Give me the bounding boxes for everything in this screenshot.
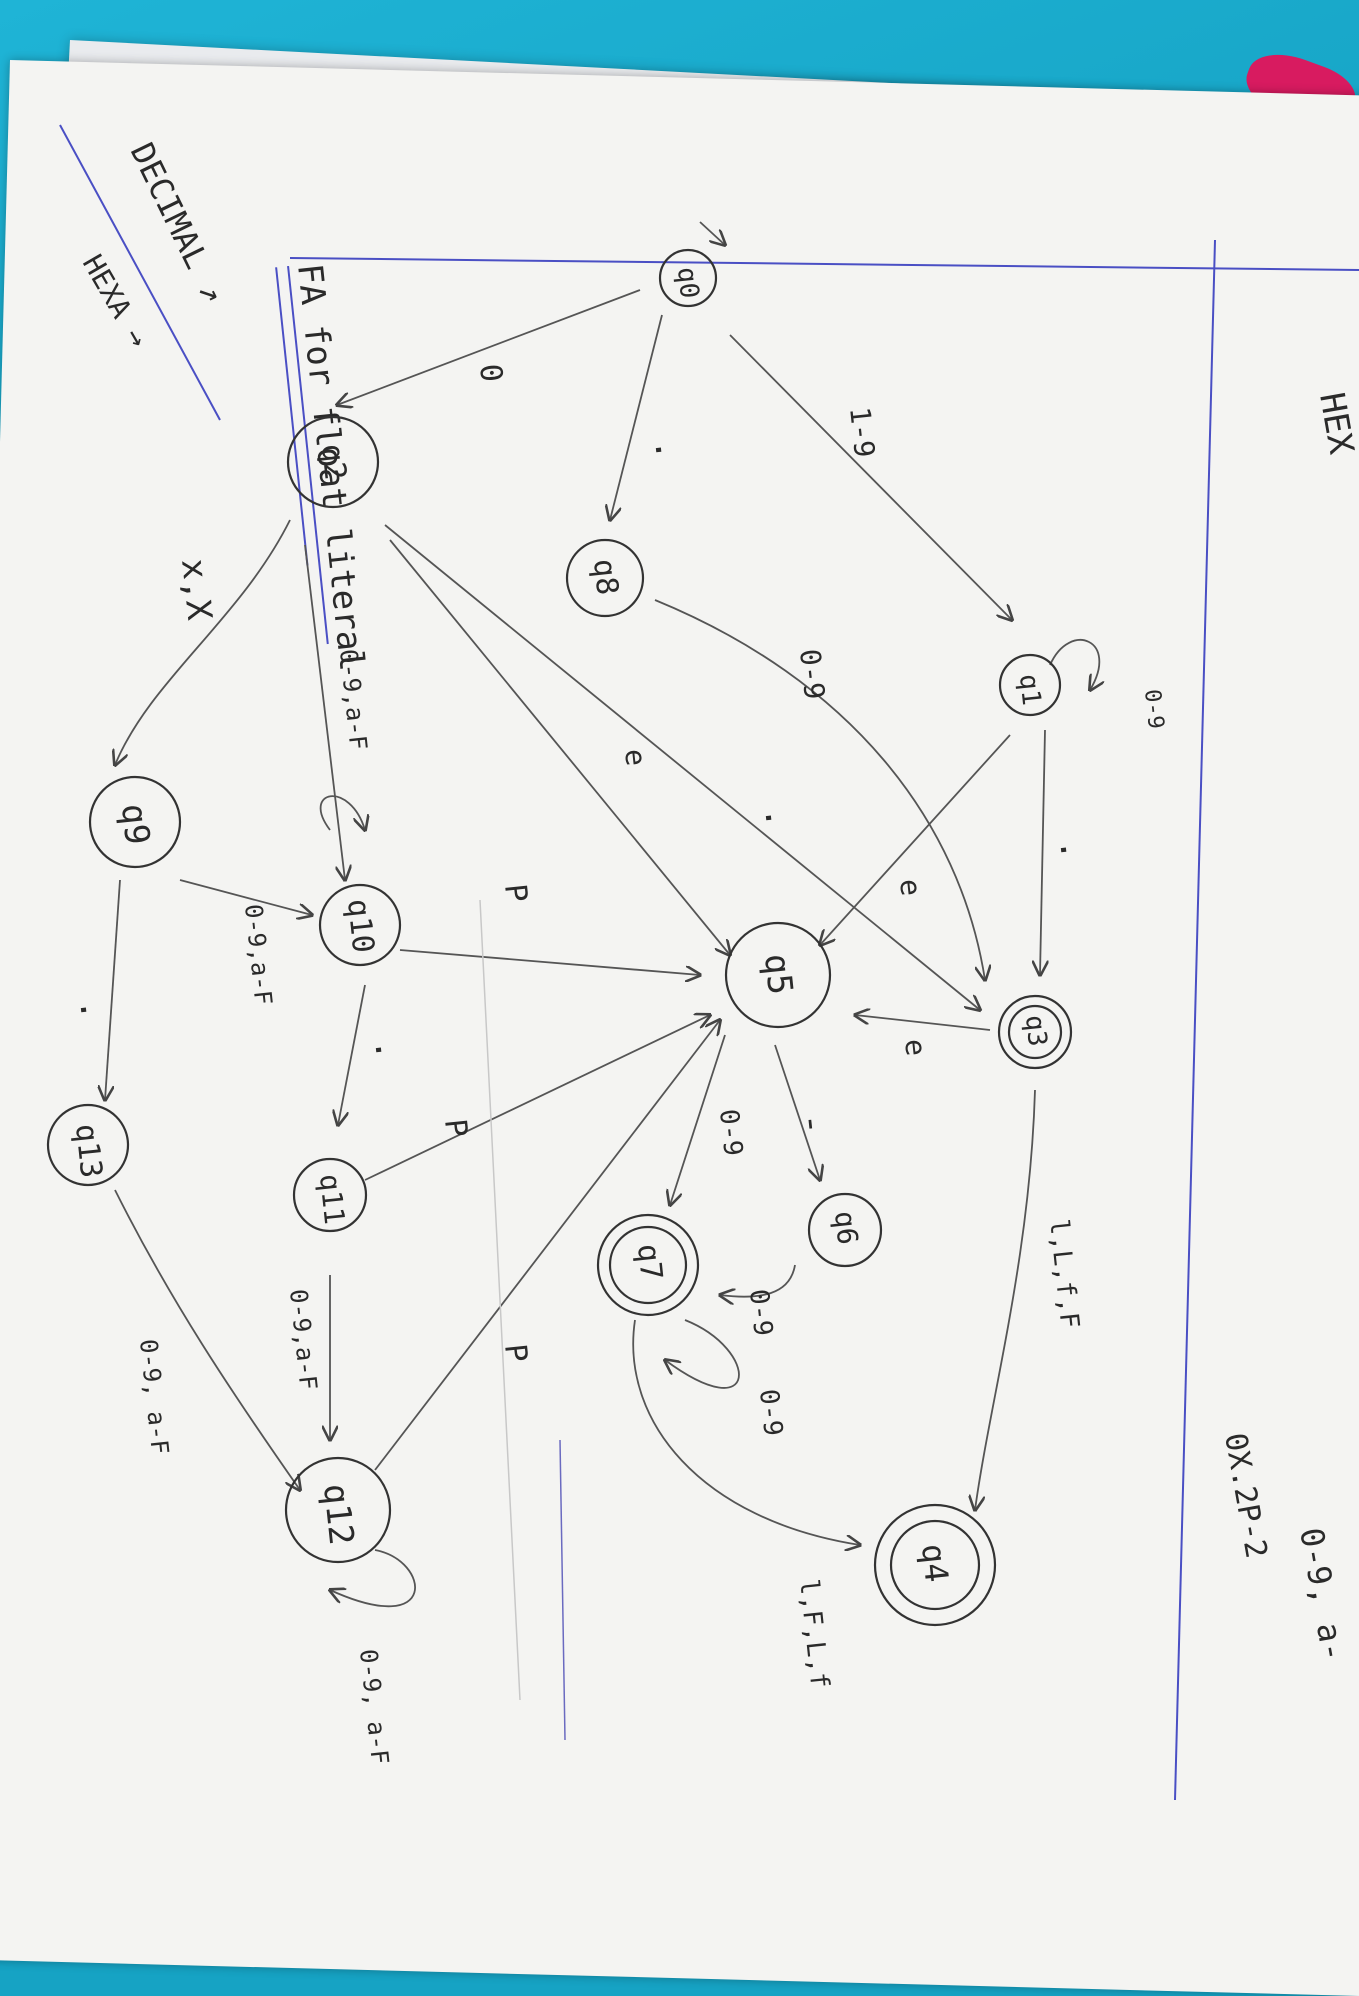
edge-q1-loop xyxy=(1049,639,1099,690)
edge-q13-q12 xyxy=(114,1189,300,1490)
label-q6-q7: 0-9 xyxy=(743,1288,778,1338)
label-q7-loop: 0-9 xyxy=(753,1388,788,1438)
edge-q8-q3 xyxy=(654,599,985,980)
label-q11-q5: P xyxy=(437,1117,474,1139)
label-q7-q4: l,F,L,f xyxy=(793,1578,834,1690)
state-q7-label: q7 xyxy=(630,1242,669,1282)
margin-line-right xyxy=(1174,239,1216,1801)
state-q0-label: q0 xyxy=(671,266,704,300)
label-q0-q1: 1-9 xyxy=(843,405,881,459)
state-q5: q5 xyxy=(724,921,832,1029)
label-q3-q5: e xyxy=(898,1037,933,1057)
edge-q12-q5 xyxy=(374,1020,720,1471)
right-note-2: 0-9, a- xyxy=(1292,1525,1353,1664)
legend-hexa: HEXA → xyxy=(76,249,155,353)
state-q10-label: q10 xyxy=(340,897,380,955)
label-q0-q2: 0 xyxy=(472,362,509,384)
label-q10-q5: P xyxy=(497,882,534,904)
state-q2: q2 xyxy=(286,415,380,509)
state-q8: q8 xyxy=(565,538,645,618)
edge-q10-q11 xyxy=(338,984,366,1125)
edge-q9-q13 xyxy=(105,879,121,1100)
edge-q5-q7 xyxy=(670,1034,726,1205)
state-q11: q11 xyxy=(292,1157,368,1233)
state-q3-label: q3 xyxy=(1019,1014,1052,1048)
right-note: 0X.2P-2 xyxy=(1217,1430,1273,1561)
edge-q11-q5 xyxy=(364,1015,710,1181)
edge-q7-q4 xyxy=(632,1319,860,1545)
margin-line-top xyxy=(289,257,1359,271)
state-q11-label: q11 xyxy=(313,1172,351,1226)
edge-q0-q8 xyxy=(610,314,663,520)
edge-q2-q5 xyxy=(389,539,730,955)
title-underline-2 xyxy=(275,267,309,566)
label-q1-q3: . xyxy=(1051,837,1093,862)
edge-q5-q6 xyxy=(774,1044,820,1180)
label-q12-loop: 0-9, a-F xyxy=(354,1648,394,1766)
state-q9: q9 xyxy=(88,775,182,869)
state-q1: q1 xyxy=(998,653,1062,717)
pencil-stroke-1 xyxy=(479,899,521,1701)
corner-label: HEX xyxy=(1311,390,1359,458)
state-q4-label: q4 xyxy=(914,1542,956,1584)
label-q5-q6: - xyxy=(791,1112,833,1137)
edge-q0-q1 xyxy=(729,334,1012,620)
state-q13-label: q13 xyxy=(68,1122,108,1180)
label-q2-q3: . xyxy=(756,805,798,830)
label-q0-q8: . xyxy=(646,437,688,462)
edge-q3-q5 xyxy=(855,1015,991,1031)
state-q5-label: q5 xyxy=(756,952,800,997)
state-q12: q12 xyxy=(284,1456,392,1564)
state-q9-label: q9 xyxy=(113,802,157,847)
label-q1-q5: e xyxy=(893,877,928,897)
state-q7: q7 xyxy=(596,1213,700,1317)
label-q5-q7: 0-9 xyxy=(713,1108,748,1158)
legend-line xyxy=(59,124,221,421)
edge-q2-q9 xyxy=(115,519,291,765)
pencil-stroke-2 xyxy=(559,1439,566,1741)
label-q2-q9: x,X xyxy=(173,557,219,623)
label-q9-q13: . xyxy=(71,997,113,1022)
label-q1-loop: 0-9 xyxy=(1139,688,1168,730)
label-q9-q10: 0-9,a-F xyxy=(239,903,277,1007)
edge-q2-q10 xyxy=(304,544,345,880)
label-q8-q3: 0-9 xyxy=(793,647,831,701)
edge-q2-q3 xyxy=(384,524,980,1010)
legend-decimal: DECIMAL ↗ xyxy=(123,137,233,310)
state-q10: q10 xyxy=(318,883,402,967)
state-q1-label: q1 xyxy=(1013,673,1046,707)
edge-q1-q5 xyxy=(820,734,1011,945)
title-underline xyxy=(287,265,329,645)
state-q3: q3 xyxy=(997,994,1073,1070)
edge-q7-loop xyxy=(665,1319,740,1389)
edge-q1-q3 xyxy=(1040,729,1045,975)
label-q3-q4: l,L,f,F xyxy=(1043,1218,1084,1330)
edge-q9-q10 xyxy=(179,879,312,915)
label-q11-q12: 0-9,a-F xyxy=(284,1288,322,1392)
label-q10-q11: . xyxy=(366,1037,408,1062)
state-q0: q0 xyxy=(658,248,718,308)
state-q6-label: q6 xyxy=(828,1209,864,1246)
fa-diagram: HEX 0X.2P-2 0-9, a- FA for float literal… xyxy=(46,124,1359,1801)
edge-q12-loop xyxy=(330,1549,416,1608)
state-q12-label: q12 xyxy=(315,1482,361,1547)
state-q13: q13 xyxy=(46,1103,130,1187)
state-q6: q6 xyxy=(807,1192,883,1268)
edge-q6-q7 xyxy=(720,1264,796,1297)
edge-q0-q2 xyxy=(337,289,641,405)
state-q2-label: q2 xyxy=(314,442,353,482)
label-q12-q5: P xyxy=(497,1342,534,1364)
edge-q10-loop xyxy=(319,795,365,830)
state-q8-label: q8 xyxy=(586,557,625,597)
edge-q10-q5 xyxy=(399,949,700,975)
state-q4: q4 xyxy=(873,1503,997,1627)
start-arrow xyxy=(699,221,725,245)
label-q2-q5: e xyxy=(618,747,653,767)
label-q13-q12: 0-9, a-F xyxy=(134,1338,174,1456)
edge-q3-q4 xyxy=(975,1089,1036,1510)
